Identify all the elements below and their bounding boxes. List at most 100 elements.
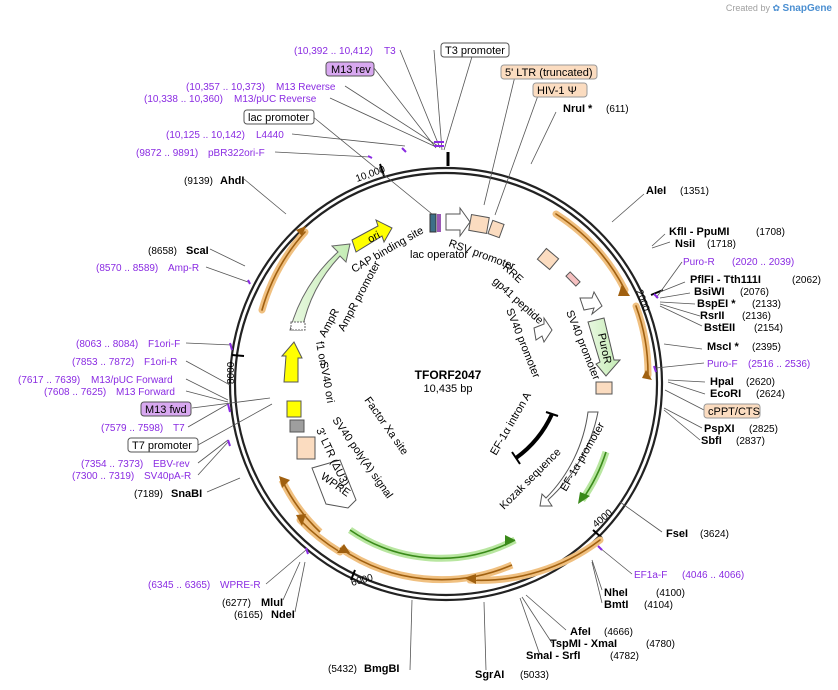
- enzyme-pos: (1718): [707, 239, 736, 250]
- enzyme-name[interactable]: MluI: [261, 597, 283, 609]
- credit-brand: SnapGene: [782, 3, 832, 14]
- primer-name[interactable]: Amp-R: [168, 263, 199, 274]
- enzyme-pos: (4666): [604, 627, 633, 638]
- t3-promoter-box[interactable]: [440, 42, 510, 58]
- ampr-promoter-feature[interactable]: [290, 321, 306, 331]
- ef1a-promoter-feature[interactable]: [539, 411, 599, 507]
- primer-name[interactable]: L4440: [256, 130, 284, 141]
- enzyme-name[interactable]: BstEII: [704, 322, 735, 334]
- wpre-feature[interactable]: [311, 459, 357, 509]
- lac-promoter-box[interactable]: [243, 109, 315, 125]
- cppt-feature[interactable]: [595, 381, 613, 395]
- enzyme-name[interactable]: NruI *: [563, 103, 593, 115]
- sv40-promoter-feature-b[interactable]: [533, 316, 553, 344]
- backbone-inner: [233, 171, 659, 597]
- enzyme-pos: (2154): [754, 323, 783, 334]
- primer-name[interactable]: F1ori-R: [144, 357, 177, 368]
- sv40-ori-feature[interactable]: [286, 400, 302, 418]
- sv40-promoter-feature-a[interactable]: [579, 290, 603, 316]
- enzyme-name[interactable]: RsrII: [700, 310, 724, 322]
- primer-name[interactable]: M13 Forward: [116, 387, 175, 398]
- ori-label: ori: [366, 229, 382, 245]
- enzyme-pos: (3624): [700, 529, 729, 540]
- t7-promoter-label: T7 promoter: [132, 440, 192, 452]
- ef1a-intron-feature[interactable]: [514, 413, 554, 460]
- enzyme-name[interactable]: SnaBI: [171, 488, 202, 500]
- enzyme-pos: (4782): [610, 651, 639, 662]
- enzyme-name[interactable]: EcoRI: [710, 388, 741, 400]
- t7-promoter-box[interactable]: [127, 437, 199, 453]
- primer-range: (7354 .. 7373): [81, 459, 143, 470]
- primer-name[interactable]: pBR322ori-F: [208, 148, 265, 159]
- puror-feature[interactable]: [587, 317, 622, 377]
- enzyme-name[interactable]: HpaI: [710, 376, 734, 388]
- hiv-psi-feature[interactable]: [487, 219, 505, 239]
- enzyme-name[interactable]: AleI: [646, 185, 666, 197]
- primer-name[interactable]: EF1a-F: [634, 570, 667, 581]
- sv40-polya-feature[interactable]: [289, 419, 305, 433]
- enzyme-name[interactable]: NheI: [604, 587, 628, 599]
- enzyme-name[interactable]: SmaI - SrfI: [526, 650, 580, 662]
- tick-8000-mark: [231, 354, 245, 357]
- enzyme-name[interactable]: BspEI *: [697, 298, 736, 310]
- enzyme-pos: (2825): [749, 424, 778, 435]
- enzyme-name[interactable]: ScaI: [186, 245, 209, 257]
- primer-range: (8063 .. 8084): [76, 339, 138, 350]
- enzyme-name[interactable]: FseI: [666, 528, 688, 540]
- ltr-box[interactable]: [500, 64, 598, 80]
- ltr3-feature[interactable]: [296, 436, 316, 460]
- enzyme-name[interactable]: MscI *: [707, 341, 740, 353]
- primer-name[interactable]: SV40pA-R: [144, 471, 191, 482]
- primer-name[interactable]: WPRE-R: [220, 580, 261, 591]
- enzyme-name[interactable]: BsiWI: [694, 286, 725, 298]
- lac-operator-feature[interactable]: [429, 213, 437, 233]
- primer-marks: [227, 141, 659, 555]
- m13-fwd-box[interactable]: [140, 401, 192, 417]
- connectors: [185, 49, 706, 671]
- enzyme-name[interactable]: NsiI: [675, 238, 695, 250]
- enzyme-name[interactable]: KflI - PpuMI: [669, 226, 730, 238]
- enzyme-name[interactable]: BmgBI: [364, 663, 399, 675]
- hiv-box[interactable]: [532, 82, 588, 98]
- plasmid-name: TFORF2047: [415, 368, 482, 382]
- ori-feature[interactable]: [351, 219, 393, 253]
- cppt-box[interactable]: [703, 403, 761, 419]
- enzyme-name[interactable]: NdeI: [271, 609, 295, 621]
- primer-name[interactable]: F1ori-F: [148, 339, 180, 350]
- primer-name[interactable]: M13/pUC Forward: [91, 375, 173, 386]
- enzyme-name[interactable]: AfeI: [570, 626, 591, 638]
- primer-name[interactable]: T3: [384, 46, 396, 57]
- primer-name[interactable]: M13 Reverse: [276, 82, 336, 93]
- boxed-labels: T3 promoter 5' LTR (truncated) HIV-1 Ψ M…: [127, 42, 761, 453]
- enzyme-name[interactable]: AhdI: [220, 175, 244, 187]
- cap-site-feature[interactable]: [437, 214, 441, 232]
- primer-name[interactable]: Puro-F: [707, 359, 738, 370]
- enzyme-pos: (4104): [644, 600, 673, 611]
- tick-6000-mark: [350, 569, 356, 581]
- enzyme-pos: (4780): [646, 639, 675, 650]
- enzyme-name[interactable]: BmtI: [604, 599, 628, 611]
- enzyme-name[interactable]: PspXI: [704, 423, 735, 435]
- f1-ori-feature[interactable]: [280, 341, 303, 383]
- primer-name[interactable]: T7: [173, 423, 185, 434]
- m13-fwd-label: M13 fwd: [145, 404, 187, 416]
- primer-name[interactable]: Puro-R: [683, 257, 715, 268]
- enzyme-pos: (2837): [736, 436, 765, 447]
- rsv-promoter-feature[interactable]: [445, 206, 471, 238]
- enzyme-name[interactable]: SbfI: [701, 435, 722, 447]
- gp41-feature[interactable]: [565, 271, 581, 287]
- enzyme-name[interactable]: SgrAI: [475, 669, 504, 681]
- left-enzyme-labels: (9139) AhdI (8658) ScaI (7189) SnaBI (62…: [134, 175, 399, 675]
- primer-name[interactable]: EBV-rev: [153, 459, 190, 470]
- enzyme-name[interactable]: TspMI - XmaI: [550, 638, 617, 650]
- ampr-feature[interactable]: [289, 243, 351, 331]
- primer-range: (7608 .. 7625): [44, 387, 106, 398]
- primer-name[interactable]: M13/pUC Reverse: [234, 94, 317, 105]
- factor-xa-label: Factor Xa site: [362, 395, 411, 457]
- rre-feature[interactable]: [536, 247, 560, 271]
- m13-rev-box[interactable]: [325, 61, 375, 77]
- sv40-ori-label: SV40 ori: [317, 360, 336, 404]
- ltr5-feature[interactable]: [468, 213, 490, 235]
- enzyme-pos: (6277): [222, 598, 251, 609]
- enzyme-name[interactable]: PflFI - Tth111I: [690, 274, 761, 286]
